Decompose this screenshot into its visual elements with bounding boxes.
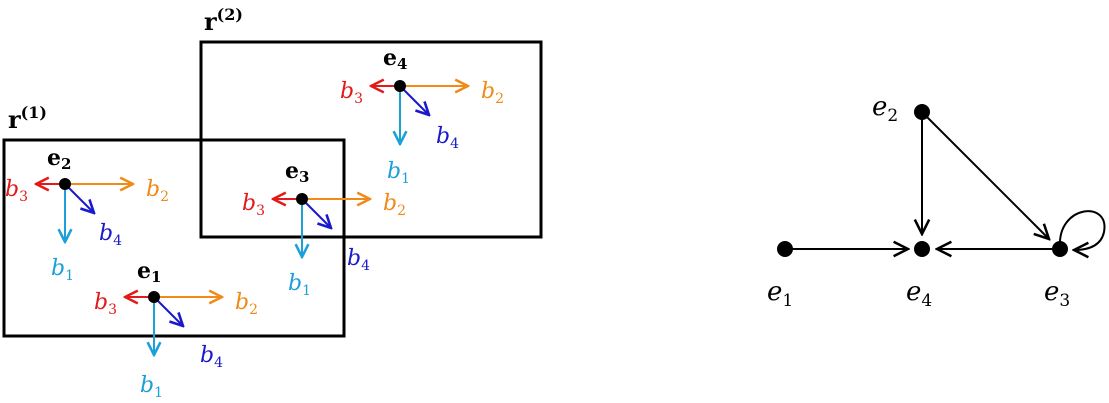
svg-text:b3: b3 — [242, 191, 265, 219]
node-label-e3: e3 — [1044, 277, 1070, 311]
svg-text:e3: e3 — [285, 158, 309, 186]
svg-text:b2: b2 — [383, 191, 406, 219]
entity-e4: e4 b3 b2 b4 b1 — [340, 45, 504, 187]
svg-text:b1: b1 — [51, 256, 74, 284]
edge-e3-self-loop — [1058, 210, 1106, 250]
entity-e1: e1 b3 b2 b4 b1 — [94, 258, 258, 401]
node-label-e4: e4 — [906, 277, 932, 311]
node-e2 — [914, 104, 930, 120]
svg-text:b4: b4 — [436, 124, 459, 152]
entity-e2: e2 b3 b2 b4 b1 — [5, 145, 169, 284]
graph-labels: e2 e1 e4 e3 — [767, 92, 1070, 311]
region-box-r2 — [199, 40, 543, 239]
svg-text:b1: b1 — [140, 373, 163, 401]
graph-nodes — [777, 104, 1068, 257]
graph-edges — [785, 111, 1106, 250]
svg-text:b4: b4 — [200, 343, 223, 371]
edge-e2-e3 — [921, 111, 1049, 239]
svg-text:b4: b4 — [99, 221, 122, 249]
region-label-r1: r(1) — [8, 103, 47, 134]
svg-text:b2: b2 — [481, 79, 504, 107]
svg-text:b2: b2 — [146, 177, 169, 205]
entity-e3: e3 b3 b2 b4 b1 — [242, 158, 406, 299]
node-label-e1: e1 — [767, 277, 793, 311]
svg-text:e1: e1 — [137, 258, 161, 286]
node-label-e2: e2 — [872, 92, 898, 126]
svg-text:e4: e4 — [383, 45, 407, 73]
svg-text:b1: b1 — [288, 271, 311, 299]
svg-text:e2: e2 — [47, 145, 71, 173]
region-label-r2: r(2) — [204, 5, 243, 36]
svg-text:b3: b3 — [340, 79, 363, 107]
node-e4 — [914, 241, 930, 257]
svg-text:b3: b3 — [5, 177, 28, 205]
node-e3 — [1052, 241, 1068, 257]
svg-text:b3: b3 — [94, 290, 117, 318]
svg-text:b2: b2 — [235, 290, 258, 318]
node-e1 — [777, 241, 793, 257]
svg-text:b4: b4 — [347, 246, 370, 274]
svg-text:b1: b1 — [387, 159, 410, 187]
